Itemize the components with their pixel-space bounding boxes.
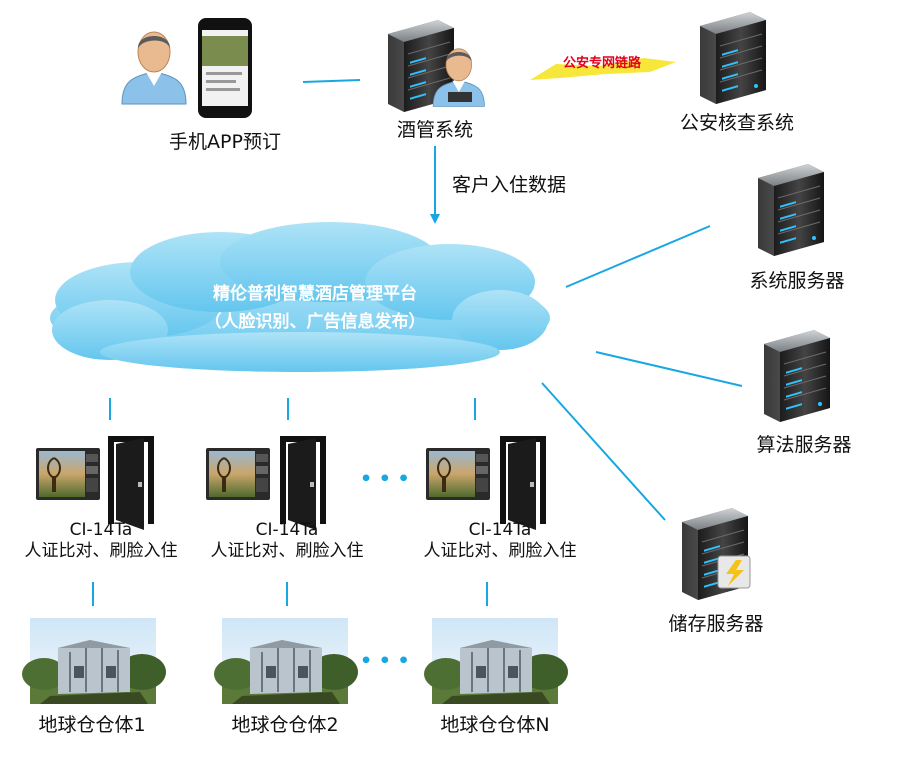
- device-desc: 人证比对、刷脸入住: [24, 541, 178, 561]
- lightning-bolt-icon: [530, 58, 676, 80]
- door-icon: [280, 436, 326, 530]
- system-server-label: 系统服务器: [749, 270, 845, 292]
- pod-1-label: 地球仓仓体1: [38, 714, 146, 736]
- platform-cloud: [50, 222, 550, 372]
- link-app-to-liquor: [302, 79, 361, 83]
- storage-server-icon: [681, 507, 751, 601]
- device-ellipsis: • • •: [360, 468, 410, 490]
- device-2-label: CI-14Ta 人证比对、刷脸入住: [211, 520, 364, 562]
- link-platform-to-algorithm-server: [595, 351, 743, 387]
- device-model: CI-14Ta: [468, 520, 532, 540]
- algorithm-server-icon: [763, 329, 831, 423]
- device-model: CI-14Ta: [69, 520, 133, 540]
- link-platform-to-system-server: [565, 225, 711, 288]
- face-terminal-icon: [425, 447, 491, 501]
- arrow-head-icon: [430, 214, 440, 224]
- liquor-system-label: 酒管系统: [396, 119, 474, 141]
- device-model: CI-14Ta: [255, 520, 319, 540]
- link-platform-to-storage-server: [541, 382, 666, 521]
- pod-photo: [423, 617, 569, 705]
- face-terminal-icon: [205, 447, 271, 501]
- system-server-icon: [757, 163, 825, 257]
- platform-title: 精伦普利智慧酒店管理平台: [213, 284, 417, 304]
- police-server-icon: [699, 11, 767, 105]
- face-terminal-icon: [35, 447, 101, 501]
- platform-subtitle: （人脸识别、广告信息发布）: [204, 312, 426, 332]
- algorithm-server-label: 算法服务器: [756, 434, 852, 456]
- pod-photo: [21, 617, 167, 705]
- police-link-label: 公安专网链路: [562, 56, 642, 71]
- pod-3-label: 地球仓仓体N: [440, 714, 550, 736]
- pod-2-label: 地球仓仓体2: [231, 714, 339, 736]
- pod-photo: [213, 617, 359, 705]
- police-system-label: 公安核查系统: [679, 112, 795, 134]
- storage-server-label: 储存服务器: [668, 613, 764, 635]
- pod-ellipsis: • • •: [360, 650, 410, 672]
- checkin-data-label: 客户入住数据: [452, 174, 567, 196]
- mobile-app-label: 手机APP预订: [169, 131, 281, 153]
- device-1-label: CI-14Ta 人证比对、刷脸入住: [25, 520, 178, 562]
- device-3-label: CI-14Ta 人证比对、刷脸入住: [424, 520, 577, 562]
- door-icon: [500, 436, 546, 530]
- mobile-user-icon: [121, 18, 252, 118]
- device-desc: 人证比对、刷脸入住: [423, 541, 577, 561]
- liquor-system-server-icon: [387, 19, 485, 113]
- door-icon: [108, 436, 154, 530]
- platform-label: 精伦普利智慧酒店管理平台 （人脸识别、广告信息发布）: [150, 280, 480, 336]
- device-desc: 人证比对、刷脸入住: [210, 541, 364, 561]
